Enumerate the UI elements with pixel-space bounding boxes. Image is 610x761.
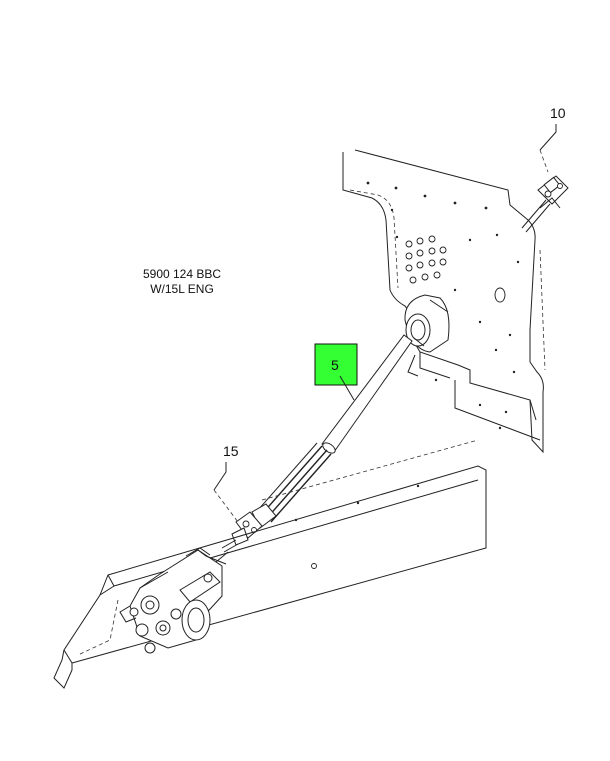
callout-5-highlight-box[interactable] <box>314 343 358 386</box>
note-line-1: 5900 124 BBC <box>143 267 221 281</box>
firewall-panel <box>342 149 546 454</box>
callout-10-label[interactable]: 10 <box>550 105 566 121</box>
callout-5-label[interactable]: 5 <box>331 357 339 373</box>
callout-15-label[interactable]: 15 <box>223 443 239 459</box>
callout-10[interactable]: 10 <box>539 105 566 173</box>
callout-15[interactable]: 15 <box>213 443 239 523</box>
firewall-oval-hole <box>494 287 506 303</box>
model-note: 5900 124 BBC W/15L ENG <box>143 267 221 296</box>
firewall-hole-grid <box>405 235 447 284</box>
frame-rail <box>53 439 487 689</box>
callout-5[interactable]: 5 <box>314 343 358 401</box>
note-line-2: W/15L ENG <box>150 282 214 296</box>
steering-gear <box>119 547 229 654</box>
firewall-rivets <box>366 181 520 430</box>
firewall-grommet <box>404 294 450 353</box>
upper-u-joint <box>521 175 569 233</box>
